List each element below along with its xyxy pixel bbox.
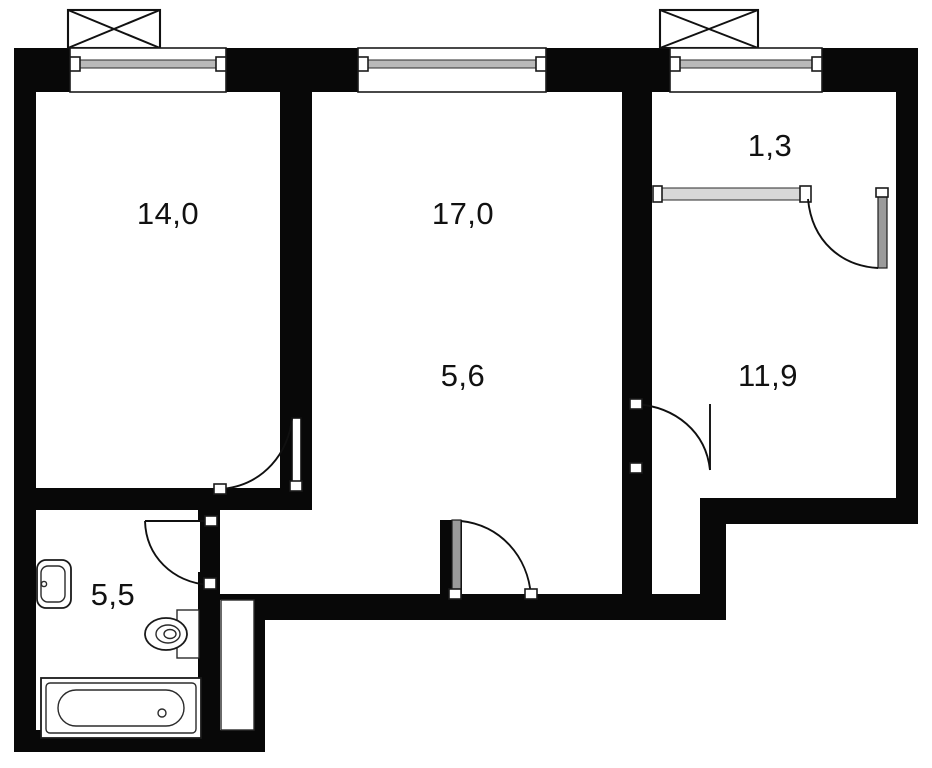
window-glass-left [77,59,219,69]
fill-hall-west [220,510,312,594]
door-living-hinge-a [448,588,462,600]
balcony-jamb-left [652,185,663,203]
fill-bedroom-right [652,194,896,498]
partition-bathroom-top-stub [198,488,220,522]
partition-bathroom-utility [198,572,220,752]
window-jamb-center-a [357,56,369,72]
door-bathroom-hinge-b [203,577,217,590]
area-label-bedroom-left: 14,0 [137,196,199,231]
bathtub [40,677,202,739]
door-living-swing-arc [460,520,532,597]
door-bedroom-right[interactable] [629,398,711,474]
utility-closet [220,599,255,731]
partition-bedroom-living [280,48,312,488]
ac-niche-diag-b-left [67,9,161,49]
door-bathroom-swing-arc [144,520,210,586]
door-bathroom-hinge-a [204,515,218,527]
door-bedroom-left-leaf[interactable] [291,417,302,491]
balcony-door[interactable] [652,185,889,269]
door-living-hinge-b [524,588,538,600]
door-bedroom-right-hinge-a [629,398,643,410]
outer-wall-right [896,48,918,524]
bathtub-basin [57,689,185,727]
partition-living-bedroomright-upper [622,48,652,400]
fill-bedroom-left [36,92,280,488]
utility-closet-outline [220,599,255,731]
door-living-leaf[interactable] [451,519,462,597]
bathtub-drain [157,708,167,718]
toilet [144,609,200,659]
window-left [66,8,227,93]
area-label-hall: 5,6 [441,358,486,393]
washbasin [36,559,72,609]
area-label-balcony: 1,3 [748,128,793,163]
partition-living-bedroomright-lower [622,466,652,607]
fill-balcony [652,92,896,194]
window-jamb-right-a [669,56,681,72]
window-outer-frame-left [69,47,227,93]
area-label-bathroom: 5,5 [91,577,136,612]
window-center [357,47,547,93]
window-jamb-right-b [811,56,823,72]
balcony-door-leaf[interactable] [877,191,888,269]
window-jamb-center-b [535,56,547,72]
area-label-bedroom-right: 11,9 [738,358,798,393]
door-bedroom-left-hinge-b [213,483,227,495]
balcony-door-hinge [875,187,889,198]
washbasin-drain [40,580,48,588]
balcony-door-swing-arc [807,198,879,269]
door-bedroom-left-swing-arc [221,417,293,490]
area-labels: 14,0 17,0 1,3 11,9 5,6 5,5 [91,128,798,612]
door-bedroom-right-swing-arc [635,403,711,471]
outer-wall-left [14,48,36,752]
fill-living [312,92,622,488]
balcony-jamb-right [799,185,812,203]
toilet-bowl-core [163,628,177,640]
fill-hall-right [462,488,622,594]
fill-hall-left [312,488,440,594]
door-bedroom-left-hinge-a [289,480,303,492]
window-jamb-left-a [69,56,81,72]
window-outer-frame-right [669,47,823,93]
partition-corridor-bottom [240,594,710,620]
partition-step-horizontal [700,498,918,524]
door-bedroom-right-hinge-b [629,462,643,474]
door-bedroom-left[interactable] [213,417,303,495]
window-outer-frame-center [357,47,547,93]
door-bathroom[interactable] [144,515,218,590]
window-right [658,8,823,93]
window-jamb-left-b [215,56,227,72]
ac-niche-diag-b-right [659,9,759,49]
door-living[interactable] [448,519,538,600]
window-glass-center [367,59,537,69]
area-label-living: 17,0 [432,196,494,231]
fill-bedroom-right-tail [652,498,700,594]
balcony-glazing [654,187,808,201]
window-glass-right [677,59,815,69]
partition-bathroom-top [14,488,220,510]
